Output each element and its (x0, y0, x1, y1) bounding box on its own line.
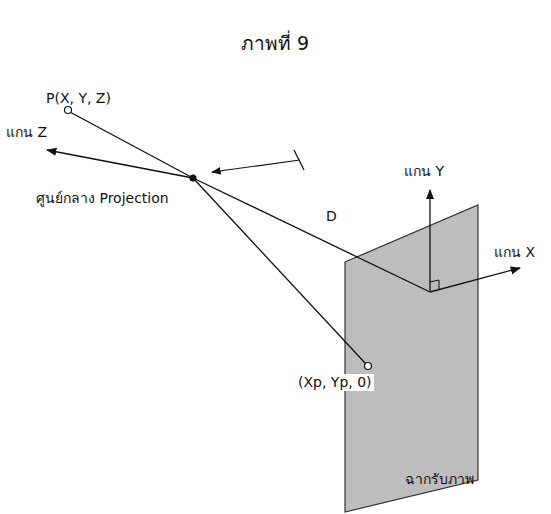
axis-label: แกน X (494, 244, 535, 261)
projection-screen: ฉากรับภาพ (340, 200, 480, 514)
screen-outline (340, 200, 480, 514)
dimension-arrow (212, 160, 300, 172)
axis-label: แกน Z (6, 124, 47, 141)
figure-title: ภาพที่ 9 (241, 28, 309, 58)
projection-ray (68, 111, 193, 178)
projection-centre (190, 175, 197, 182)
screen-label: ฉากรับภาพ (405, 468, 474, 490)
point-label: P(X, Y, Z) (46, 90, 111, 107)
axis-label: แกน Y (404, 163, 444, 180)
object-point (65, 107, 72, 114)
screen-plane (345, 205, 478, 512)
point-label: (Xp, Yp, 0) (296, 374, 374, 391)
z-axis (47, 150, 193, 178)
dimension-tick (294, 150, 304, 170)
distance-label: D (326, 208, 337, 225)
centre-label: ศูนย์กลาง Projection (36, 190, 169, 207)
image-ray (193, 178, 366, 364)
